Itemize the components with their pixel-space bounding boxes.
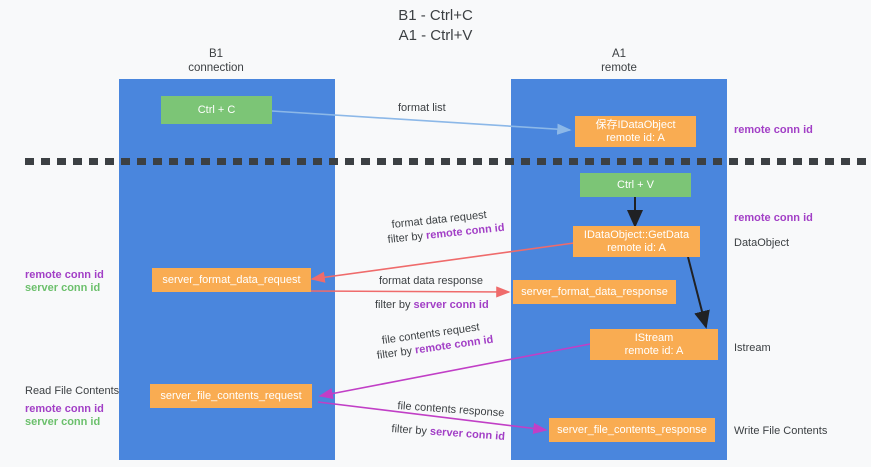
filter-value-server-conn-id: server conn id <box>413 299 489 311</box>
annotation-right-write-file-contents: Write File Contents <box>734 425 828 437</box>
filter-prefix: filter by <box>391 422 431 438</box>
node-ctrl-v[interactable]: Ctrl + V <box>580 173 691 197</box>
node-server-format-data-request-label: server_format_data_request <box>162 274 301 286</box>
column-caption-a1: A1 remote <box>529 47 709 75</box>
node-server-file-contents-request-label: server_file_contents_request <box>160 390 302 402</box>
node-istream-line1: IStream <box>634 332 674 344</box>
arrow-file-contents-response <box>317 401 548 434</box>
annotation-right-remote-conn-id-top: remote conn id <box>734 124 813 136</box>
edge-label-format-data-response: format data response <box>379 275 483 287</box>
arrow-format-data-response <box>307 286 511 298</box>
diagram-title-line2: A1 - Ctrl+V <box>398 27 473 44</box>
node-idataobject-getdata-line2: remote id: A <box>607 242 666 254</box>
arrow-format-data-request <box>310 242 575 283</box>
node-server-format-data-response[interactable]: server_format_data_response <box>513 280 676 304</box>
column-caption-b1-name: B1 <box>208 48 224 60</box>
column-caption-a1-role: remote <box>601 62 637 74</box>
node-server-file-contents-response-label: server_file_contents_response <box>557 424 707 436</box>
edge-label-format-data-response-filter: filter by server conn id <box>375 298 489 312</box>
arrow-getdata-to-istream <box>687 256 710 329</box>
arrow-file-contents-request <box>318 343 591 400</box>
node-server-file-contents-request[interactable]: server_file_contents_request <box>150 384 312 408</box>
annotation-right-istream: Istream <box>734 342 771 354</box>
annotation-left-server-conn-id-2: server conn id <box>25 416 101 428</box>
annotation-right-dataobject: DataObject <box>734 237 790 249</box>
edge-label-format-list: format list <box>398 102 446 114</box>
column-caption-a1-name: A1 <box>611 48 627 60</box>
diagram-title-line1: B1 - Ctrl+C <box>398 7 473 24</box>
arrow-format-list <box>271 110 572 135</box>
node-idataobject-getdata-line1: IDataObject::GetData <box>583 229 690 241</box>
node-server-file-contents-response[interactable]: server_file_contents_response <box>549 418 715 442</box>
node-ctrl-c[interactable]: Ctrl + C <box>161 96 272 124</box>
annotation-left-remote-conn-id-2: remote conn id <box>25 403 104 415</box>
annotation-left-remote-conn-id: remote conn id <box>25 269 104 281</box>
column-caption-b1-role: connection <box>188 62 244 74</box>
annotation-left-read-file-contents: Read File Contents <box>25 385 120 397</box>
annotation-right-remote-conn-id-mid: remote conn id <box>734 212 813 224</box>
node-save-idataobject[interactable]: 保存IDataObject remote id: A <box>575 116 696 147</box>
node-ctrl-v-label: Ctrl + V <box>617 179 654 191</box>
node-istream-line2: remote id: A <box>624 345 684 357</box>
annotation-left-server-conn-id: server conn id <box>25 282 101 294</box>
node-istream[interactable]: IStream remote id: A <box>590 329 718 360</box>
node-save-idataobject-line1: 保存IDataObject <box>595 119 676 131</box>
node-server-format-data-request[interactable]: server_format_data_request <box>152 268 311 292</box>
column-caption-b1: B1 connection <box>126 47 306 75</box>
diagram-title: B1 - Ctrl+C A1 - Ctrl+V <box>0 6 871 46</box>
node-idataobject-getdata[interactable]: IDataObject::GetData remote id: A <box>573 226 700 257</box>
node-server-format-data-response-label: server_format_data_response <box>521 286 668 298</box>
node-ctrl-c-label: Ctrl + C <box>197 104 236 116</box>
filter-prefix: filter by <box>375 299 414 311</box>
node-save-idataobject-line2: remote id: A <box>606 132 665 144</box>
filter-prefix: filter by <box>387 229 427 246</box>
